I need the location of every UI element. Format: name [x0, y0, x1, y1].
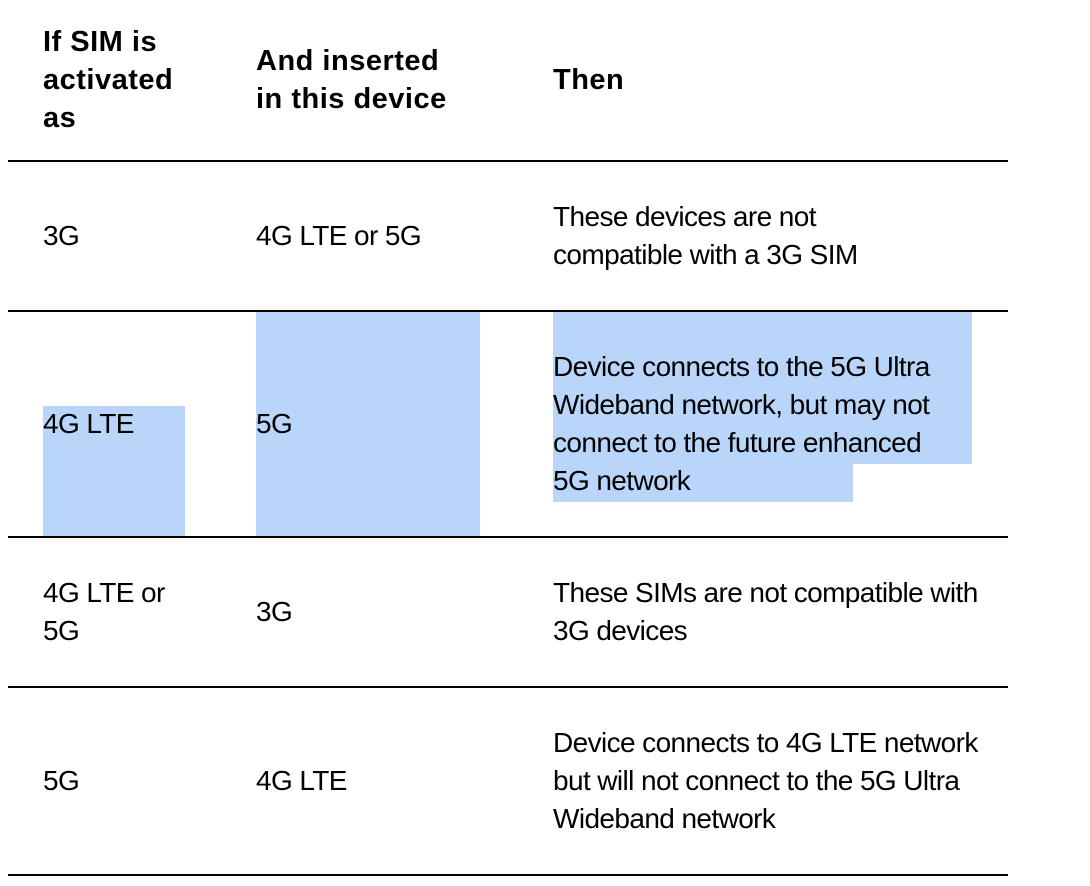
cell-result: These devices are not compatible with a …: [553, 201, 858, 270]
table-row: 3G 4G LTE or 5G These devices are not co…: [8, 162, 1008, 312]
cell-result: Device connects to the 5G Ultra Wideband…: [553, 351, 930, 496]
cell-device: 4G LTE: [256, 765, 347, 796]
cell-sim-activated: 5G: [43, 765, 80, 796]
table-row: 5G 4G LTE Device connects to 4G LTE netw…: [8, 688, 1008, 876]
table-row: 4G LTE or 5G 3G These SIMs are not compa…: [8, 538, 1008, 688]
header-inserted-device: And inserted in this device: [256, 45, 447, 115]
cell-sim-activated: 3G: [43, 220, 80, 251]
cell-device: 3G: [256, 596, 293, 627]
cell-sim-activated: 4G LTE: [43, 408, 134, 439]
cell-result: Device connects to 4G LTE network but wi…: [553, 727, 978, 834]
cell-device: 5G: [256, 408, 293, 439]
header-sim-activated: If SIM is activated as: [43, 26, 174, 134]
selection-highlight-result-block: [553, 312, 972, 464]
header-then: Then: [553, 64, 625, 96]
cell-sim-activated: 4G LTE or 5G: [43, 577, 165, 646]
cell-device: 4G LTE or 5G: [256, 220, 422, 251]
table-row-selected: 4G LTE 5G Device connects to the 5G Ultr…: [8, 312, 1008, 538]
selection-highlight-sim: [43, 406, 185, 536]
cell-result: These SIMs are not compatible with 3G de…: [553, 577, 978, 646]
sim-compatibility-table: If SIM is activated as And inserted in t…: [8, 0, 1008, 876]
selection-highlight-device: [256, 312, 480, 536]
table-header-row: If SIM is activated as And inserted in t…: [8, 0, 1008, 162]
selection-highlight-result-tail: [553, 464, 853, 502]
